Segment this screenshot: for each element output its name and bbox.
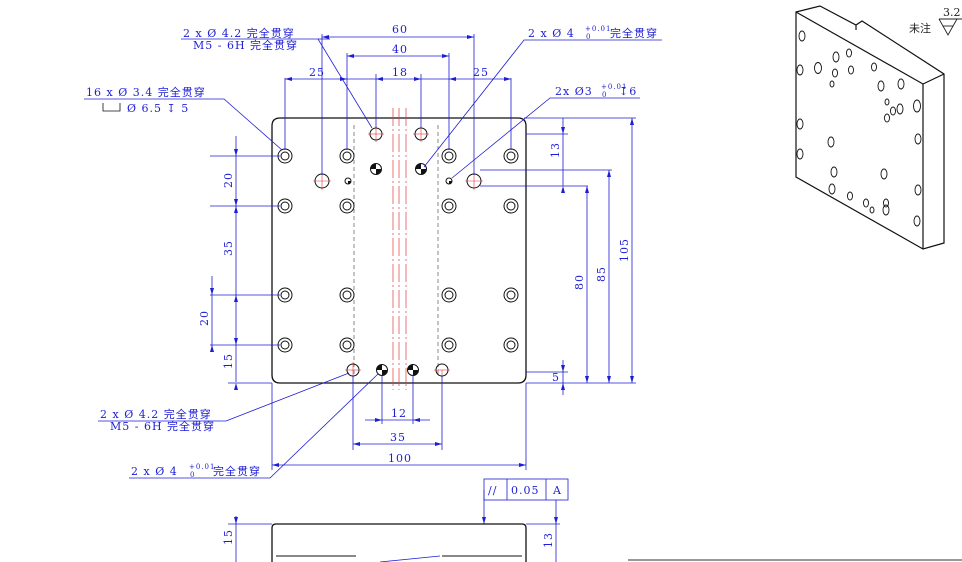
side-view: 15 13 xyxy=(222,500,962,562)
note-pin4-top-tol-upper: +0.01 xyxy=(585,25,611,33)
dim-100: 100 xyxy=(388,452,412,465)
note-pin4-top-tol-lower: 0 xyxy=(586,33,591,41)
surface-finish-prefix: 未注 xyxy=(909,21,931,35)
tolerance-datum: A xyxy=(552,484,562,497)
dim-60: 60 xyxy=(392,23,408,36)
tolerance-symbol: // xyxy=(488,484,497,497)
note-pin4-bottom-tol-upper: +0.01 xyxy=(189,463,215,471)
note-m5-top: 2 x Ø 4.2 完全贯穿 M5 - 6H 完全贯穿 xyxy=(181,26,373,129)
isometric-view xyxy=(795,5,945,250)
note-m5-top-line2: M5 - 6H 完全贯穿 xyxy=(193,38,298,52)
threaded-holes xyxy=(314,127,482,377)
dim-15: 15 xyxy=(222,353,235,369)
dim-18: 18 xyxy=(392,66,408,79)
note-pin3-depth: ↧6 xyxy=(619,85,637,98)
tolerance-frame: // 0.05 A xyxy=(482,478,569,524)
dim-35: 35 xyxy=(222,240,235,256)
dim-40: 40 xyxy=(392,43,408,56)
note-pin4-bottom-main: 2 x Ø 4 xyxy=(131,465,178,478)
note-16x-line1: 16 x Ø 3.4 完全贯穿 xyxy=(86,85,206,99)
dim-85: 85 xyxy=(595,266,608,282)
note-m5-bottom-line2: M5 - 6H 完全贯穿 xyxy=(110,419,215,433)
dim-25-right: 25 xyxy=(473,66,489,79)
note-pin4-top: 2 x Ø 4 +0.01 0 完全贯穿 xyxy=(423,25,662,168)
plate-centerlines xyxy=(353,108,439,390)
dim-5: 5 xyxy=(552,371,560,384)
surface-finish-symbol: 未注 3.2 xyxy=(909,6,962,36)
dim-13: 13 xyxy=(549,142,562,158)
note-pin3-tol: +0.01 xyxy=(601,83,627,91)
note-pin3-tol-lower: 0 xyxy=(602,91,607,99)
note-m5-top-line1: 2 x Ø 4.2 完全贯穿 xyxy=(183,26,295,40)
dimension-texts: 60 40 18 25 25 20 35 20 15 13 80 85 105 … xyxy=(198,23,631,465)
dim-25-left: 25 xyxy=(309,66,325,79)
hole-center-marks xyxy=(313,126,483,378)
counterbored-holes xyxy=(277,148,519,353)
note-m5-bottom: 2 x Ø 4.2 完全贯穿 M5 - 6H 完全贯穿 xyxy=(98,372,350,433)
note-pin4-top-suffix: 完全贯穿 xyxy=(610,26,658,40)
note-pin4-bottom-suffix: 完全贯穿 xyxy=(213,464,261,478)
arrowheads xyxy=(210,35,634,467)
dim-20-top: 20 xyxy=(222,172,235,188)
dimension-lines xyxy=(210,34,636,470)
note-m5-bottom-line1: 2 x Ø 4.2 完全贯穿 xyxy=(100,407,212,421)
note-16x: 16 x Ø 3.4 完全贯穿 Ø 6.5 ↧ 5 xyxy=(84,85,283,151)
note-pin3: 2x Ø3 +0.01 0 ↧6 xyxy=(451,83,640,179)
dim-80: 80 xyxy=(573,274,586,290)
note-pin4-bottom-tol-lower: 0 xyxy=(190,471,195,479)
dim-20-bottom: 20 xyxy=(198,310,211,326)
note-pin4-bottom: 2 x Ø 4 +0.01 0 完全贯穿 xyxy=(129,373,379,479)
note-pin3-main: 2x Ø3 xyxy=(555,85,593,98)
dim-13-side: 13 xyxy=(542,532,555,548)
plate-outline xyxy=(271,117,527,384)
dim-15-side: 15 xyxy=(222,529,235,545)
note-pin4-top-main: 2 x Ø 4 xyxy=(528,27,575,40)
dim-105: 105 xyxy=(618,238,631,262)
pin-holes xyxy=(344,163,453,376)
dim-35-bottom: 35 xyxy=(390,431,406,444)
note-16x-line2: Ø 6.5 ↧ 5 xyxy=(127,102,189,115)
surface-finish-value: 3.2 xyxy=(943,6,961,19)
dim-12: 12 xyxy=(391,407,407,420)
tolerance-value: 0.05 xyxy=(511,484,540,497)
